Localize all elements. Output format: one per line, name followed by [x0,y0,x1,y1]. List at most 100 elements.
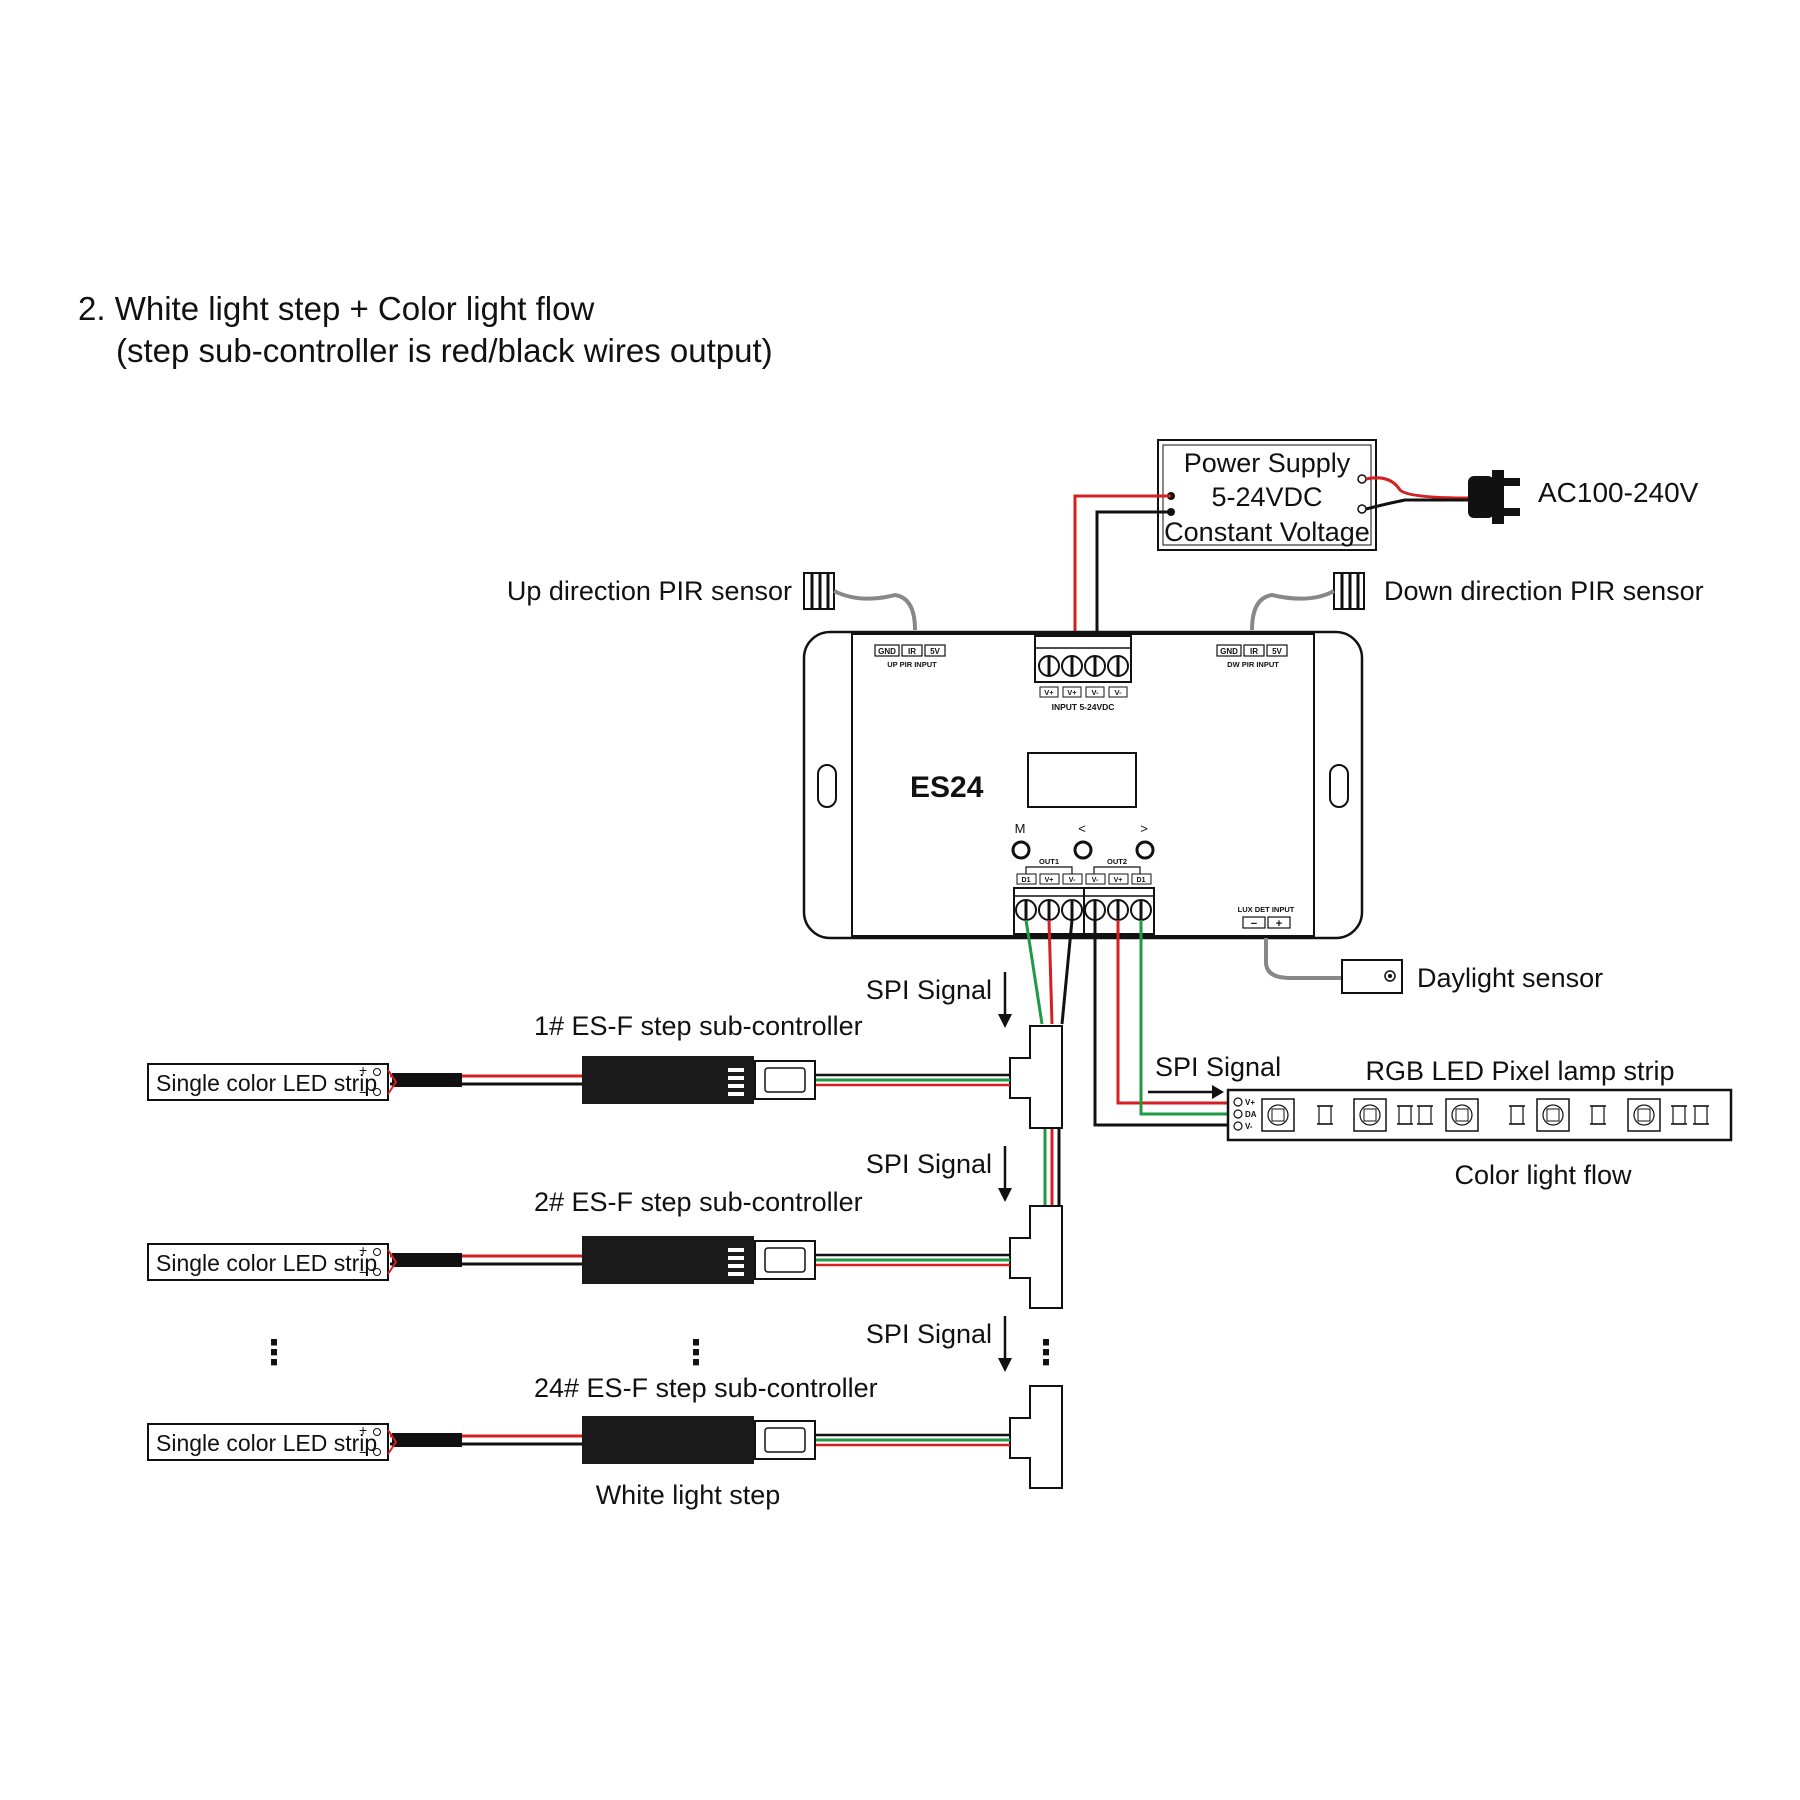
up-pir-ir-label: IR [908,647,916,656]
power-negative-wire [1095,510,1171,652]
dw-pir-input-label: DW PIR INPUT [1227,660,1279,669]
sub-controller-row-24 [147,1385,1063,1489]
mount-slot-right [1329,764,1349,808]
spi-signal-label-2: SPI Signal [866,1149,992,1179]
single-color-strip-label-2: Single color LED strip [156,1250,377,1276]
power-supply-title: Power Supply [1184,448,1351,478]
single-color-strip-label-1: Single color LED strip [156,1070,377,1096]
pixel-led [1261,1098,1295,1132]
input-terminal-label-4: V- [1114,688,1122,697]
input-voltage-label: INPUT 5-24VDC [1052,702,1115,712]
spi-arrow-3-head [998,1358,1012,1372]
strip-plus-label-24: + [359,1422,367,1438]
output-terminal-label-2: V+ [1045,877,1054,884]
step-sub-controller-2 [582,1236,754,1284]
lux-det-label: LUX DET INPUT [1238,905,1295,914]
resistor [1590,1105,1606,1125]
input-terminal-block: V+ V+ V- V- INPUT 5-24VDC [1034,635,1132,712]
up-pir-5v-label: 5V [930,647,940,656]
out1-label: OUT1 [1039,857,1059,866]
pixel-led [1536,1098,1570,1132]
t-connector-2 [1009,1205,1063,1309]
dw-pir-5v-label: 5V [1272,647,1282,656]
strip-minus-label-24: − [359,1444,367,1460]
diagram-heading-line-1: 2. White light step + Color light flow [78,290,595,327]
ac-plug [1365,470,1520,524]
output-terminal-label-3: V- [1069,877,1076,884]
es24-controller: GND IR 5V UP PIR INPUT GND IR 5V DW PIR … [802,630,1364,940]
output-terminal-label-4: V- [1092,877,1099,884]
rgb-pin-da-label: DA [1245,1110,1257,1119]
white-light-step-caption: White light step [596,1480,781,1510]
output-terminal-block [1013,887,1155,935]
sub-controller-row-1 [147,1025,1063,1129]
pixel-led [1445,1098,1479,1132]
power-positive-wire [1073,494,1171,652]
down-pir-terminals: GND IR 5V DW PIR INPUT [1216,644,1288,669]
single-color-strip-label-24: Single color LED strip [156,1430,377,1456]
output-terminal-label-1: D1 [1022,877,1031,884]
input-terminal-label-2: V+ [1067,688,1077,697]
resistor [1397,1105,1413,1125]
color-light-flow-caption: Color light flow [1454,1160,1632,1190]
previous-button[interactable] [1073,840,1093,860]
output-terminal-label-6: D1 [1137,877,1146,884]
down-pir-sensor-label: Down direction PIR sensor [1384,576,1704,606]
lux-det-minus-label: − [1251,918,1257,930]
sub-controller-label-1: 1# ES-F step sub-controller [534,1011,863,1041]
lux-det-plus-label: + [1276,918,1282,930]
next-button[interactable] [1135,840,1155,860]
daylight-sensor-label: Daylight sensor [1417,963,1603,993]
lux-det-terminals: LUX DET INPUT − + [1238,905,1295,930]
rgb-strip-title: RGB LED Pixel lamp strip [1365,1056,1674,1086]
ellipsis-trunk: ⋮ [1029,1334,1063,1372]
output-terminal-label-5: V+ [1114,877,1123,884]
step-sub-controller-1 [582,1056,754,1104]
controller-display [1027,752,1137,808]
single-color-strip-1 [147,1063,389,1101]
out2-label: OUT2 [1107,857,1127,866]
button-left-label: < [1078,821,1086,836]
ellipsis-sub-controllers: ⋮ [679,1334,713,1372]
t-connector-1 [1009,1025,1063,1129]
ac-voltage-label: AC100-240V [1538,477,1699,508]
spi-arrow-2-head [998,1188,1012,1202]
rgb-pin-vminus-label: V- [1245,1122,1253,1131]
spi-arrow-rgb-head [1212,1085,1224,1099]
button-right-label: > [1140,821,1148,836]
resistor [1671,1105,1687,1125]
spi-signal-label-3: SPI Signal [866,1319,992,1349]
sub-controller-row-2 [147,1205,1063,1309]
mount-slot-left [817,764,837,808]
ellipsis-strips: ⋮ [257,1334,291,1372]
input-terminal-label-3: V- [1091,688,1099,697]
spi-signal-label-1: SPI Signal [866,975,992,1005]
step-sub-controller-24 [582,1416,754,1464]
up-pir-sensor-label: Up direction PIR sensor [507,576,792,606]
strip-minus-label-1: − [359,1084,367,1100]
power-supply: Power Supply 5-24VDC Constant Voltage [1157,439,1377,551]
pixel-led [1353,1098,1387,1132]
strip-plus-label-1: + [359,1062,367,1078]
sub-controller-label-24: 24# ES-F step sub-controller [534,1373,878,1403]
spi-arrow-1-head [998,1014,1012,1028]
strip-plus-label-2: + [359,1242,367,1258]
single-color-strip-24 [147,1423,389,1461]
daylight-sensor [1264,938,1403,994]
up-pir-gnd-label: GND [878,647,896,656]
resistor [1417,1105,1433,1125]
mode-button[interactable] [1011,840,1031,860]
pixel-led [1627,1098,1661,1132]
dw-pir-ir-label: IR [1250,647,1258,656]
input-terminal-label-1: V+ [1044,688,1054,697]
single-color-strip-2 [147,1243,389,1281]
up-pir-input-label: UP PIR INPUT [887,660,937,669]
button-m-label: M [1015,821,1026,836]
spi-signal-label-rgb: SPI Signal [1155,1052,1281,1082]
diagram-heading-line-2: (step sub-controller is red/black wires … [116,332,773,369]
power-supply-voltage: 5-24VDC [1211,482,1322,512]
down-pir-sensor [1250,572,1365,631]
power-supply-type: Constant Voltage [1164,517,1370,547]
resistor [1317,1105,1333,1125]
